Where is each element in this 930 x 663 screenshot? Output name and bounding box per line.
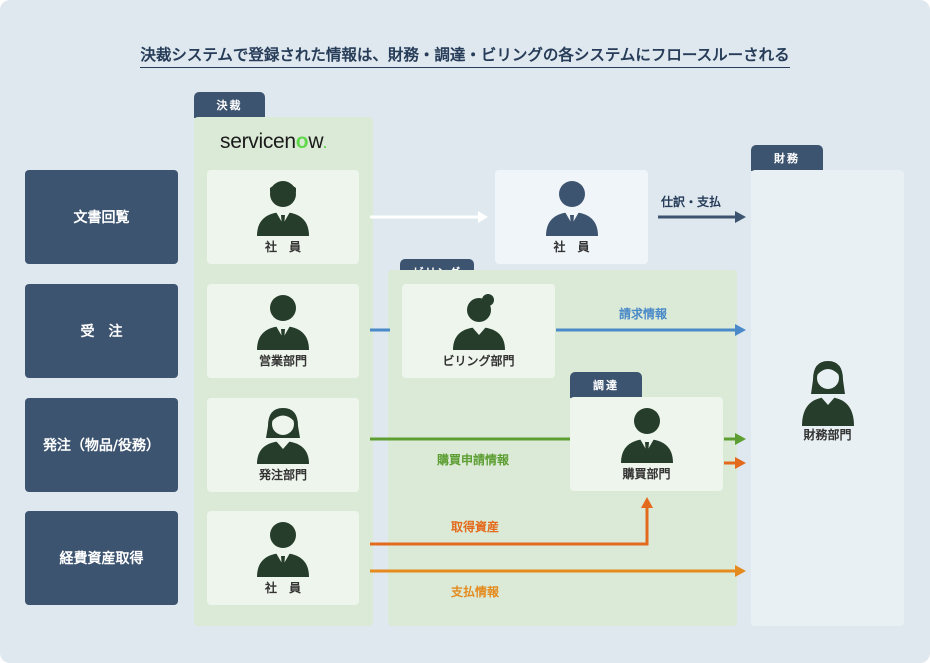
card-label: 営業部門 (258, 354, 307, 368)
finance-tab: 財務 (751, 145, 823, 171)
row-label-purchase-order: 発注（物品/役務） (25, 398, 178, 492)
approval-card-employee-expense: 社 員 (207, 511, 359, 605)
row-label-expense-asset: 経費資産取得 (25, 511, 178, 605)
journal-flow-label: 仕訳・支払 (661, 195, 722, 209)
asset-flow-arrowhead (641, 497, 653, 508)
male-person-icon (545, 181, 598, 236)
male-person-icon (257, 522, 309, 577)
procurement-finance-green-arrowhead (735, 433, 746, 445)
female-person-icon (257, 408, 309, 464)
billing-card: ビリング部門 (402, 284, 555, 378)
billing-flow-label: 請求情報 (619, 307, 668, 321)
diagram-title: 決裁システムで登録された情報は、財務・調達・ビリングの各システムにフロースルーさ… (0, 43, 930, 68)
finance-department: 財務部門 (751, 350, 904, 450)
approval-card-employee: 社 員 (207, 170, 359, 264)
row-label-order-received: 受 注 (25, 284, 178, 378)
servicenow-logo: servicenow. (220, 130, 327, 153)
finance-label: 財務部門 (803, 428, 852, 442)
doc-flow-arrowhead (478, 211, 488, 223)
card-label: 購買部門 (622, 467, 671, 481)
card-label: 社 員 (264, 240, 301, 254)
billing-flow-arrowhead (735, 324, 746, 336)
card-label: 社 員 (553, 240, 590, 254)
card-label: 社 員 (264, 581, 301, 595)
payment-flow-label: 支払情報 (451, 585, 500, 599)
journal-flow-arrowhead (735, 211, 746, 223)
male-person-icon (257, 181, 309, 236)
card-label: ビリング部門 (442, 354, 515, 368)
doc-target-card: 社 員 (495, 170, 648, 264)
purchase-request-label: 購買申請情報 (437, 453, 510, 467)
female-person-icon (452, 294, 505, 350)
female-person-icon (801, 361, 854, 426)
male-person-icon (620, 408, 673, 463)
procurement-tab: 調達 (570, 372, 642, 398)
diagram-title-text: 決裁システムで登録された情報は、財務・調達・ビリングの各システムにフロースルーさ… (140, 46, 790, 68)
approval-card-ordering: 発注部門 (207, 398, 359, 492)
card-label: 発注部門 (258, 468, 307, 482)
procurement-finance-orange-arrowhead (735, 457, 746, 469)
approval-tab: 決裁 (194, 92, 265, 118)
payment-flow-arrowhead (735, 565, 746, 577)
procurement-card: 購買部門 (570, 397, 723, 491)
male-person-icon (257, 295, 309, 350)
row-label-document-circulation: 文書回覧 (25, 170, 178, 264)
asset-flow-label: 取得資産 (451, 520, 500, 534)
asset-flow-line (370, 507, 649, 546)
approval-card-sales: 営業部門 (207, 284, 359, 378)
